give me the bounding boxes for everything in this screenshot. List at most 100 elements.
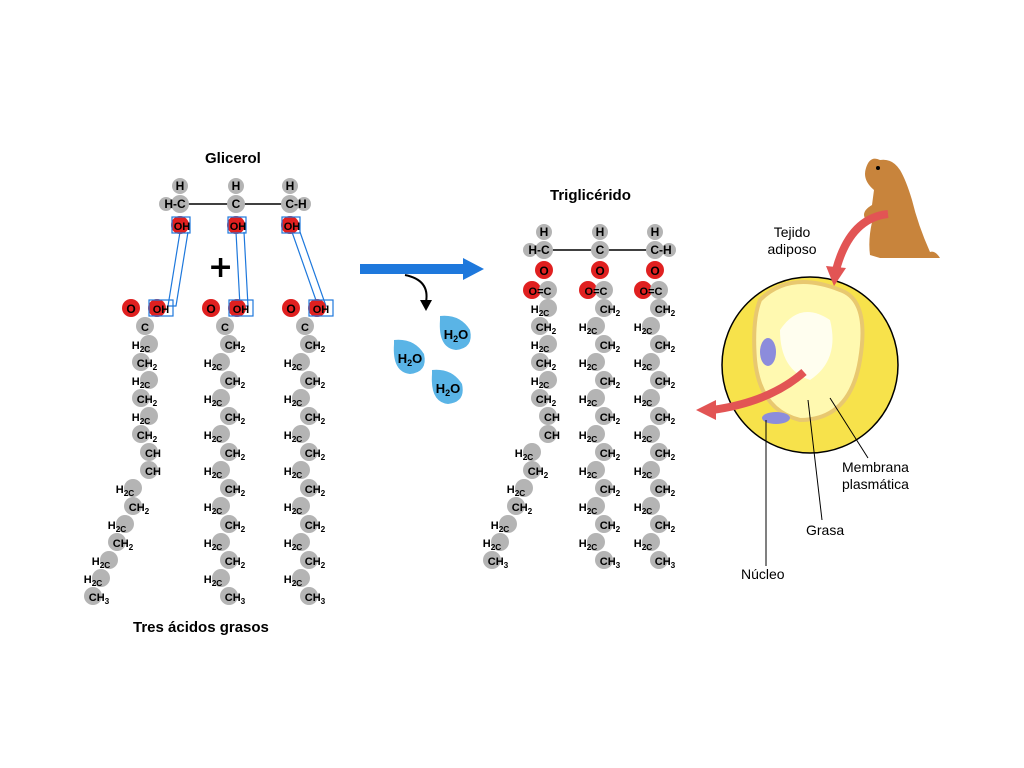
tg-h-text: H	[540, 225, 549, 239]
chain-atom	[220, 443, 238, 461]
chain-atom	[587, 317, 605, 335]
chain-atom	[483, 551, 501, 569]
chain-atom	[84, 587, 102, 605]
glycerol-oh-box	[281, 216, 301, 234]
chain-atom	[650, 299, 668, 317]
acid-o-atom	[282, 299, 300, 317]
chain-atom	[507, 497, 525, 515]
chain-atom	[140, 335, 158, 353]
ch2-text: CH2	[655, 484, 676, 498]
ch3-text: CH3	[89, 592, 110, 606]
ch2-text: CH2	[536, 358, 557, 372]
chain-atom	[140, 371, 158, 389]
water-drop	[439, 315, 471, 350]
ch-text: CH	[145, 448, 161, 460]
chain-atom	[650, 371, 668, 389]
plus-sign: +	[208, 250, 234, 285]
chain-atom	[642, 389, 660, 407]
glycerol-oh-box	[227, 216, 247, 234]
ch2-text: CH2	[305, 484, 326, 498]
chain-atom	[212, 425, 230, 443]
glycerol-oh-text: OH	[174, 221, 191, 233]
tejido-label-line1: Tejido	[773, 224, 811, 240]
ch2-text: CH2	[600, 376, 621, 390]
acid-oh-box	[308, 299, 334, 317]
ch3-text: CH3	[305, 592, 326, 606]
chain-atom	[595, 515, 613, 533]
water-text: H2O	[436, 381, 461, 398]
ch2-text: CH2	[137, 358, 158, 372]
chain-atom	[300, 371, 318, 389]
tg-h-side-atom	[523, 243, 537, 257]
chain-atom	[642, 461, 660, 479]
chain-atom	[595, 551, 613, 569]
glycerol-h-text: H	[286, 179, 295, 193]
fat-highlight	[780, 312, 833, 380]
chain-atom	[292, 497, 310, 515]
tejido-label: Tejido adiposo	[757, 224, 827, 258]
chain-atom	[587, 353, 605, 371]
c-text: C	[301, 322, 309, 334]
nucleus-top	[760, 338, 776, 366]
chain-atom	[212, 569, 230, 587]
chain-atom	[132, 425, 150, 443]
chain-atom	[212, 461, 230, 479]
chain-atom	[292, 569, 310, 587]
ch2-text: CH2	[305, 448, 326, 462]
chain-atom	[124, 497, 142, 515]
tg-carbonyl-c-atom	[539, 281, 557, 299]
glycerol-c-atom	[227, 195, 245, 213]
glycerol-h-text: H	[176, 179, 185, 193]
fat-pointer	[807, 399, 823, 521]
chain-atom	[220, 335, 238, 353]
chain-atom	[212, 353, 230, 371]
c-text: C	[221, 322, 229, 334]
ch2-text: CH2	[528, 466, 549, 480]
ch2-text: CH2	[225, 484, 246, 498]
c-text: C	[141, 322, 149, 334]
chain-atom	[220, 479, 238, 497]
tg-carbonyl-c-atom	[595, 281, 613, 299]
chain-atom	[292, 533, 310, 551]
tg-carbon-text: C	[596, 243, 605, 257]
ch2-text: CH2	[305, 412, 326, 426]
chain-atom	[650, 515, 668, 533]
ch2-text: CH2	[655, 376, 676, 390]
chain-atom	[116, 515, 134, 533]
ch2-text: CH2	[225, 520, 246, 534]
chain-atom	[212, 497, 230, 515]
tg-ester-o-atom	[535, 261, 553, 279]
chain-atom	[100, 551, 118, 569]
ch2-text: CH2	[225, 412, 246, 426]
ch2-text: CH2	[600, 448, 621, 462]
chain-atom	[650, 407, 668, 425]
adipose-group	[696, 158, 940, 566]
chain-atom	[292, 389, 310, 407]
water-drop	[393, 339, 425, 374]
ch2-text: CH2	[137, 430, 158, 444]
acid-o-atom	[202, 299, 220, 317]
acid-o-text: O	[286, 302, 295, 316]
chain-atom	[140, 407, 158, 425]
ch2-text: CH2	[600, 520, 621, 534]
ch3-text: CH3	[225, 592, 246, 606]
acid-oh-text: OH	[153, 304, 170, 316]
tg-carbon-text: H-C	[528, 243, 550, 257]
tg-carbonyl-text: O=C	[640, 286, 663, 298]
chain-atom	[523, 461, 541, 479]
chain-atom	[220, 587, 238, 605]
chain-atom	[140, 443, 158, 461]
glycerol-c-atom	[281, 195, 299, 213]
tg-carbonyl-o-atom	[523, 281, 541, 299]
tg-c-atom	[535, 241, 553, 259]
tg-h-atom	[536, 224, 552, 240]
tg-carbonyl-text: O=C	[585, 286, 608, 298]
red-arrow-down-head	[826, 266, 846, 286]
ch2-text: CH2	[600, 304, 621, 318]
water-text: H2O	[444, 327, 469, 344]
membrane-label-line1: Membrana	[842, 459, 909, 475]
acid-oh-atom	[308, 299, 326, 317]
